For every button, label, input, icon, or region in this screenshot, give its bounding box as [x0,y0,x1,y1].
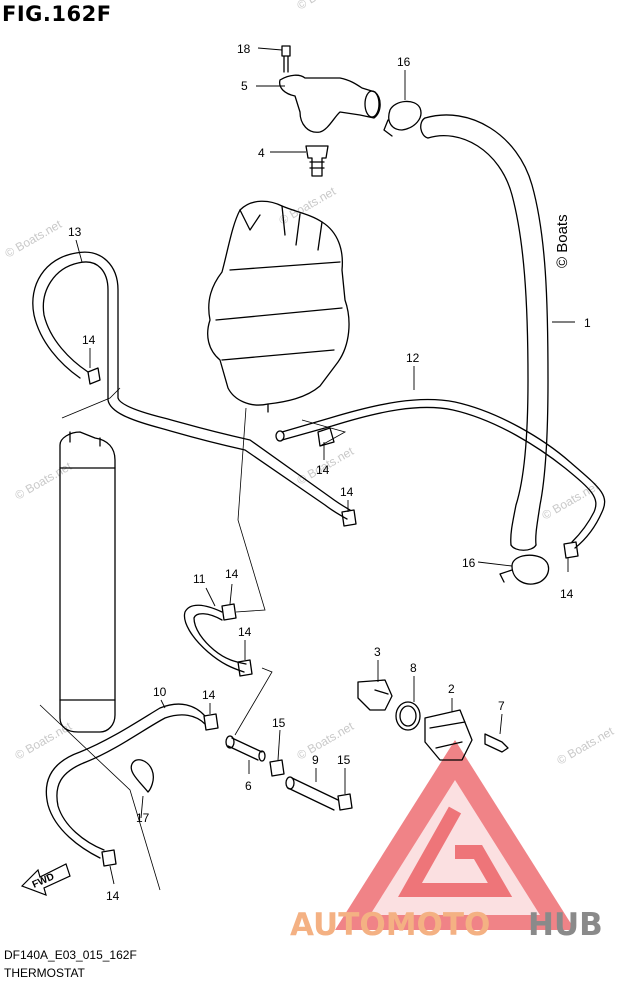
watermark: © Boats.net [13,719,75,763]
callout-3: 3 [374,645,381,659]
hose-part-11-edge [193,613,247,665]
fitting-part-6-end [225,735,235,749]
figure-name: THERMOSTAT [4,966,85,980]
watermark: © Boats.net [3,217,65,261]
callout-1: 1 [584,316,591,330]
logo-g-icon [398,806,513,897]
hose-part-12-end [275,430,285,442]
callout-7: 7 [498,699,505,713]
figure-title: FIG.162F [2,2,112,26]
clamp-part-14 [341,509,357,527]
bolt-part-7 [484,733,509,753]
callout-12: 12 [406,351,420,365]
fitting-part-6 [227,737,263,761]
callout-14: 14 [106,889,120,903]
brand-wordmark: AUTOMOTO HUB [290,907,603,943]
callout-17: 17 [136,811,150,825]
leader-lines [39,47,575,891]
callout-10: 10 [153,685,167,699]
callout-15: 15 [272,716,286,730]
callout-14: 14 [82,333,96,347]
hose-part-13 [42,261,348,520]
oring-part-8 [395,701,421,731]
clamp-part-16-lower [499,554,550,585]
clamp-part-15 [337,793,353,811]
clamp-part-14 [221,603,237,621]
heat-exchanger [59,431,116,733]
cylinder-head-detail [215,205,343,413]
callout-16: 16 [397,55,411,69]
watermark-layer: © Boats.net © Boats.net © Boats.net © Bo… [3,0,617,768]
hose-part-9-end [285,776,295,790]
hose-part-12-edge [281,406,597,543]
hose-part-11 [183,604,245,673]
callout-14: 14 [316,463,330,477]
callout-14: 14 [340,485,354,499]
fwd-arrow-icon: FWD [20,863,71,896]
brand-part-1: AUTOMOTO [290,907,490,943]
clamp-part-14 [563,541,579,559]
watermark: © Boats.net [555,724,617,768]
clamp-part-16-upper [383,100,422,137]
clamp-part-14 [237,659,253,677]
callout-8: 8 [410,661,417,675]
callout-11: 11 [193,572,206,586]
clamp-part-14 [87,367,101,385]
cylinder-head-block [207,200,350,406]
callout-9: 9 [312,753,319,767]
callout-15: 15 [337,753,351,767]
brand-logo [335,740,575,930]
fitting-part-6-end [258,750,266,762]
callout-4: 4 [258,146,265,160]
brand-part-2: HUB [528,907,603,943]
clamp-part-14 [317,427,335,447]
callout-14: 14 [560,587,574,601]
callout-14: 14 [225,567,239,581]
callout-14: 14 [202,688,216,702]
callout-13: 13 [68,225,82,239]
hose-part-1-end [510,544,537,551]
callout-6: 6 [245,779,252,793]
hose-part-10 [45,703,206,859]
watermark: © Boats.net [295,0,357,13]
watermark: © Boats.net [277,184,339,228]
figure-code: DF140A_E03_015_162F [4,948,137,962]
watermark: © Boats.net [13,459,75,503]
callout-labels: 18 5 16 4 13 14 1 12 14 14 16 14 11 14 1… [68,42,591,903]
hose-part-1 [424,114,549,546]
hose-part-13-edge [32,251,351,511]
watermark-side: © Boats [554,214,571,268]
heat-exchanger-detail [59,431,116,701]
thermostat-cover-part-5 [279,74,381,133]
thermostat-part-4 [305,145,329,177]
hose-part-10-edge [56,714,206,851]
callout-2: 2 [448,682,455,696]
hose-part-9 [287,777,339,811]
callout-18: 18 [237,42,251,56]
hose-part-1-top [420,117,429,139]
valve-part-3 [357,679,393,711]
hose-part-1-edge [427,134,529,546]
clamp-part-14 [203,713,219,731]
hose-part-12 [281,398,606,549]
bolt-part-18 [281,45,291,73]
clip-part-17 [130,759,154,793]
thermostat-cover-outlet [364,90,380,118]
clamp-part-15 [269,759,285,777]
callout-16: 16 [462,556,476,570]
callout-14: 14 [238,625,252,639]
housing-part-2 [424,709,473,761]
callout-5: 5 [241,79,248,93]
parts-linework [32,45,606,867]
oring-part-8-inner [399,705,417,727]
clamp-part-14 [101,849,117,867]
